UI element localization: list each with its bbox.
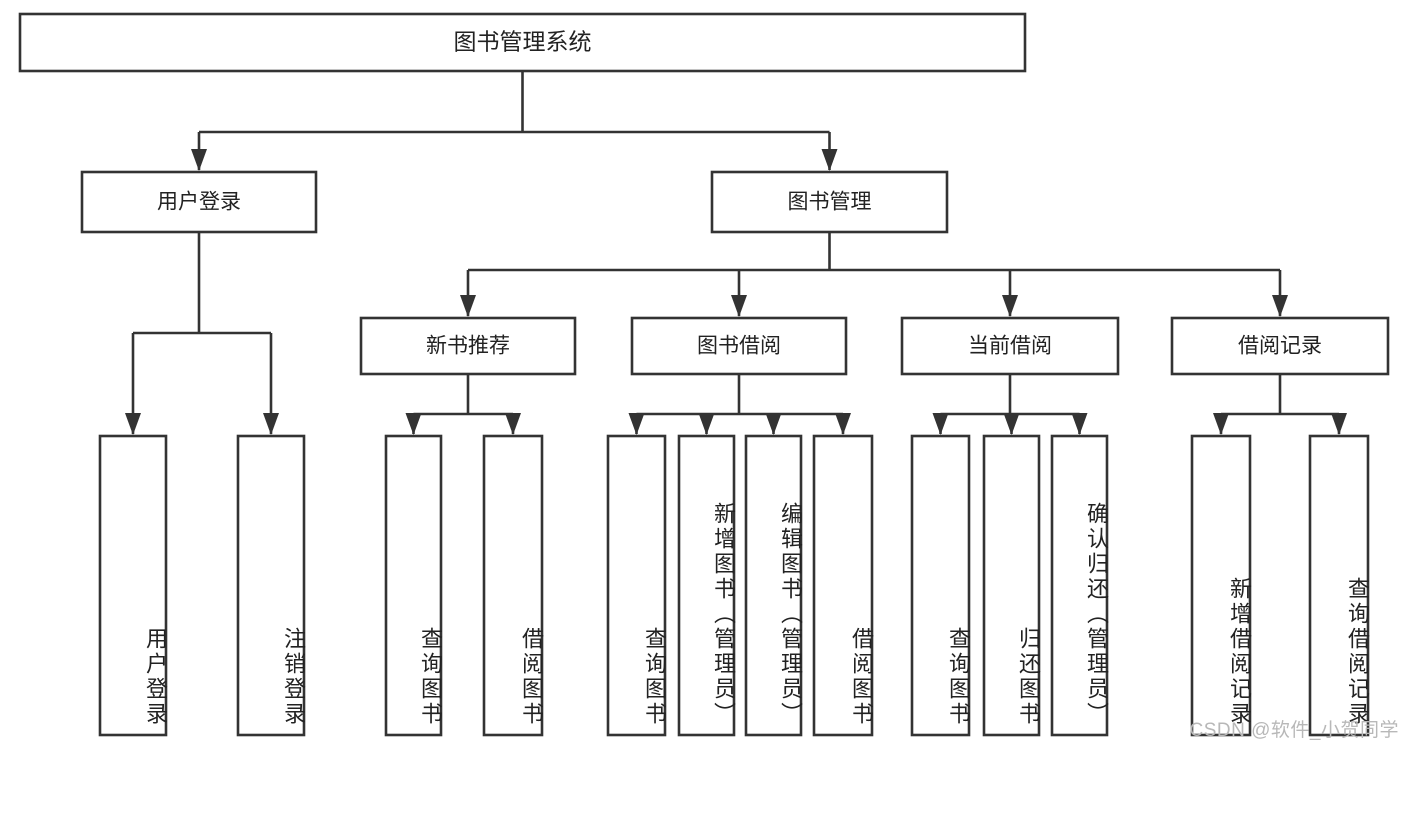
leaf-leaf-query-book-3[interactable] bbox=[910, 434, 971, 737]
node-root[interactable] bbox=[18, 12, 1027, 73]
arrow-to-leaf-user-login bbox=[125, 413, 141, 435]
arrow-to-new-book-rec bbox=[460, 295, 476, 317]
arrow-to-leaf-return-book bbox=[1003, 413, 1020, 435]
arrow-to-leaf-query-book-3 bbox=[932, 413, 949, 435]
node-label-new-book-rec: 新书推荐 bbox=[426, 335, 510, 358]
leaf-leaf-edit-book[interactable] bbox=[744, 434, 803, 737]
node-borrow-record[interactable] bbox=[1170, 316, 1390, 376]
arrow-to-leaf-query-book-1 bbox=[405, 413, 422, 435]
leaf-leaf-borrow-book-2[interactable] bbox=[812, 434, 874, 737]
node-label-book-borrow: 图书借阅 bbox=[697, 335, 781, 358]
arrow-to-book-manage bbox=[821, 149, 838, 171]
diagram-canvas: 图书管理系统用户登录图书管理新书推荐图书借阅当前借阅借阅记录 用户登录注销登录查… bbox=[18, 12, 1399, 741]
leaf-leaf-query-record[interactable] bbox=[1308, 434, 1370, 737]
arrow-to-user-login bbox=[191, 149, 207, 171]
node-user-login[interactable] bbox=[80, 170, 318, 234]
node-current-borrow[interactable] bbox=[900, 316, 1120, 376]
leaf-leaf-user-logout[interactable] bbox=[236, 434, 306, 737]
leaf-leaf-add-record[interactable] bbox=[1190, 434, 1252, 737]
node-book-borrow[interactable] bbox=[630, 316, 848, 376]
watermark: CSDN @软件_小贺同学 bbox=[1189, 720, 1399, 741]
leaf-leaf-query-book-1[interactable] bbox=[384, 434, 443, 737]
leaf-leaf-user-login[interactable] bbox=[98, 434, 168, 737]
arrow-to-leaf-user-logout bbox=[263, 413, 279, 435]
arrow-to-leaf-add-book bbox=[698, 413, 715, 435]
arrow-to-leaf-query-book-2 bbox=[628, 413, 645, 435]
leaf-leaf-query-book-2[interactable] bbox=[606, 434, 667, 737]
leaf-leaf-add-book[interactable] bbox=[677, 434, 736, 737]
node-label-user-login: 用户登录 bbox=[157, 191, 241, 214]
boxes-layer bbox=[18, 12, 1390, 737]
node-book-manage[interactable] bbox=[710, 170, 949, 234]
node-label-current-borrow: 当前借阅 bbox=[968, 335, 1052, 358]
arrow-to-leaf-borrow-book-2 bbox=[835, 413, 851, 435]
edges-layer bbox=[125, 71, 1347, 435]
arrow-to-leaf-confirm-return bbox=[1071, 413, 1088, 435]
node-label-root: 图书管理系统 bbox=[454, 29, 592, 55]
arrow-to-current-borrow bbox=[1002, 295, 1018, 317]
leaf-leaf-borrow-book-1[interactable] bbox=[482, 434, 544, 737]
arrow-to-leaf-edit-book bbox=[765, 413, 782, 435]
arrow-to-borrow-record bbox=[1272, 295, 1288, 317]
arrow-to-leaf-add-record bbox=[1213, 413, 1229, 435]
arrow-to-leaf-borrow-book-1 bbox=[505, 413, 521, 435]
node-label-borrow-record: 借阅记录 bbox=[1238, 335, 1322, 358]
node-new-book-rec[interactable] bbox=[359, 316, 577, 376]
leaf-leaf-confirm-return[interactable] bbox=[1050, 434, 1109, 737]
leaf-leaf-return-book[interactable] bbox=[982, 434, 1041, 737]
node-label-book-manage: 图书管理 bbox=[788, 191, 872, 214]
arrow-to-leaf-query-record bbox=[1331, 413, 1347, 435]
arrow-to-book-borrow bbox=[731, 295, 747, 317]
